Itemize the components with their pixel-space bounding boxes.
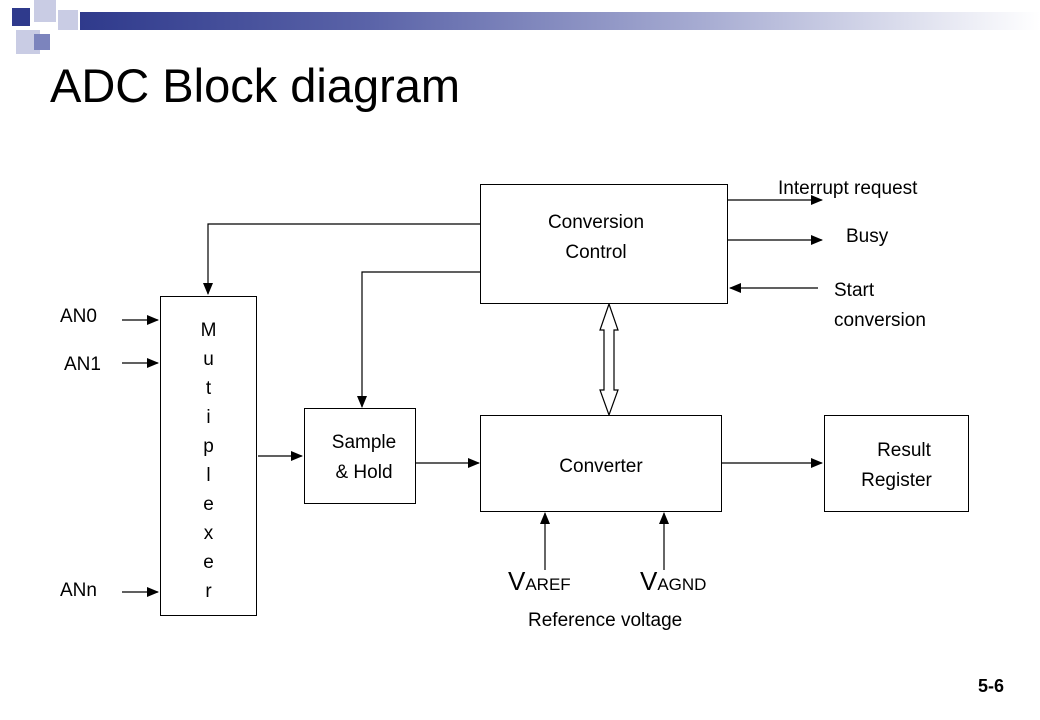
control-to-sample-wire (357, 271, 480, 408)
mux-letter: p (203, 436, 214, 457)
mux-letter: e (203, 494, 214, 515)
header-gradient-bar (80, 12, 1040, 30)
start-conversion-label-line1: Start (834, 280, 875, 301)
interrupt-request-label: Interrupt request (778, 178, 918, 199)
corner-square-2 (34, 0, 56, 22)
vagnd-subscript: AGND (657, 575, 707, 594)
conversion-control-label-line2: Control (565, 242, 627, 263)
sample-hold-block (304, 408, 416, 504)
corner-square-1 (12, 8, 30, 26)
result-register-label-line2: Register (861, 470, 932, 491)
input-label-an0: AN0 (60, 306, 97, 327)
sample-hold-label-line2: & Hold (335, 462, 393, 483)
corner-square-5 (34, 34, 50, 50)
vagnd-label: VAGND (640, 566, 706, 600)
mux-letter: i (206, 407, 211, 428)
conversion-control-label-line1: Conversion (547, 212, 645, 233)
vagnd-main: V (640, 566, 658, 596)
reference-voltage-caption: Reference voltage (528, 610, 683, 631)
mux-letter: l (206, 465, 211, 486)
busy-label: Busy (846, 226, 889, 247)
mux-letter: u (203, 349, 214, 370)
vref-subscript: AREF (525, 575, 571, 594)
mux-letter: e (203, 552, 214, 573)
corner-square-3 (58, 10, 78, 30)
multiplexer-block (160, 296, 257, 616)
sample-hold-label-line1: Sample (331, 432, 397, 453)
control-to-mux-wire (203, 223, 480, 295)
result-register-label-line1: Result (877, 440, 931, 461)
bidirectional-bus-arrow (599, 302, 619, 417)
converter-block (480, 415, 722, 512)
input-label-ann: ANn (60, 580, 97, 601)
mux-letter: x (203, 523, 214, 544)
mux-letter: M (200, 320, 217, 341)
converter-label: Converter (559, 456, 643, 477)
slide-title: ADC Block diagram (50, 59, 461, 112)
input-label-an1: AN1 (64, 354, 101, 375)
start-conversion-label-line2: conversion (834, 310, 926, 331)
mux-letter: r (205, 581, 212, 602)
vref-main: V (508, 566, 526, 596)
mux-letter: t (205, 378, 212, 399)
page-number: 5-6 (978, 676, 1005, 696)
vref-label: VAREF (508, 566, 571, 600)
conversion-control-block (480, 184, 728, 304)
result-register-block (824, 415, 969, 512)
